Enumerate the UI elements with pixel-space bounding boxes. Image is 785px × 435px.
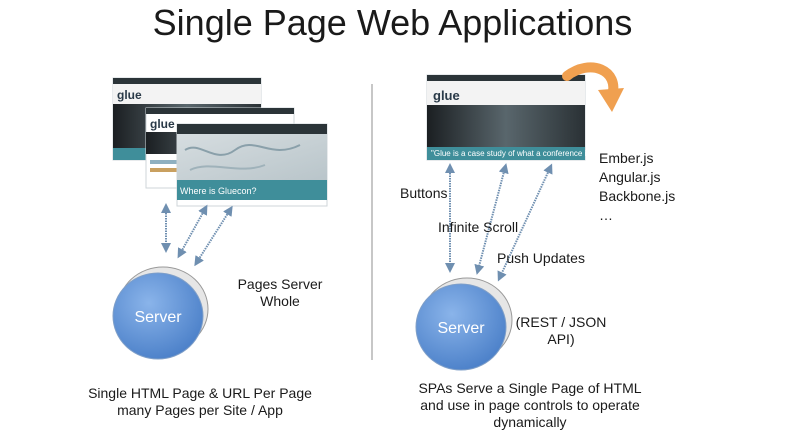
slide-title: Single Page Web Applications: [152, 2, 633, 43]
pages-server-note-line2: Whole: [260, 293, 300, 309]
gluecon-banner: Where is Gluecon?: [180, 186, 257, 196]
api-label: (REST / JSON API): [515, 314, 607, 348]
spa-glue-logo: glue: [433, 88, 460, 103]
left-server-icon: Server: [112, 266, 209, 360]
right-server-icon: Server: [415, 277, 513, 371]
framework-ellipsis: …: [599, 207, 613, 223]
right-caption-line1: SPAs Serve a Single Page of HTML: [418, 380, 642, 396]
left-caption-line1: Single HTML Page & URL Per Page: [88, 385, 312, 401]
push-updates-label: Push Updates: [497, 250, 585, 266]
buttons-label: Buttons: [400, 185, 448, 201]
api-label-line2: API): [547, 331, 575, 347]
right-caption: SPAs Serve a Single Page of HTML and use…: [395, 380, 665, 431]
glue-logo-2: glue: [150, 117, 175, 131]
refresh-arrow-icon: [562, 62, 624, 112]
request-arrow-2: [177, 204, 208, 259]
infinite-scroll-label: Infinite Scroll: [438, 219, 519, 235]
glue-logo-1: glue: [117, 88, 142, 102]
framework-backbone: Backbone.js: [599, 188, 676, 204]
section-divider: [371, 84, 373, 360]
pages-server-note-line1: Pages Server: [237, 276, 323, 292]
framework-ember: Ember.js: [599, 150, 654, 166]
page-screenshot-3: Where is Gluecon?: [176, 123, 328, 207]
pages-server-note: Pages Server Whole: [230, 276, 330, 310]
right-server-label: Server: [437, 320, 485, 337]
framework-angular: Angular.js: [599, 169, 661, 185]
frameworks-list: Ember.js Angular.js Backbone.js …: [599, 149, 675, 225]
spa-screen-tagline: "Glue is a case study of what a conferen…: [431, 149, 653, 158]
left-caption: Single HTML Page & URL Per Page many Pag…: [70, 385, 330, 419]
right-caption-line2: and use in page controls to operate: [420, 397, 640, 413]
left-server-label: Server: [134, 309, 182, 326]
spa-screenshot: glue "Glue is a case study of what a con…: [426, 74, 653, 161]
left-caption-line2: many Pages per Site / App: [117, 402, 283, 418]
request-arrow-3: [194, 205, 233, 267]
right-caption-line3: dynamically: [493, 414, 567, 430]
api-label-line1: (REST / JSON: [515, 314, 607, 330]
